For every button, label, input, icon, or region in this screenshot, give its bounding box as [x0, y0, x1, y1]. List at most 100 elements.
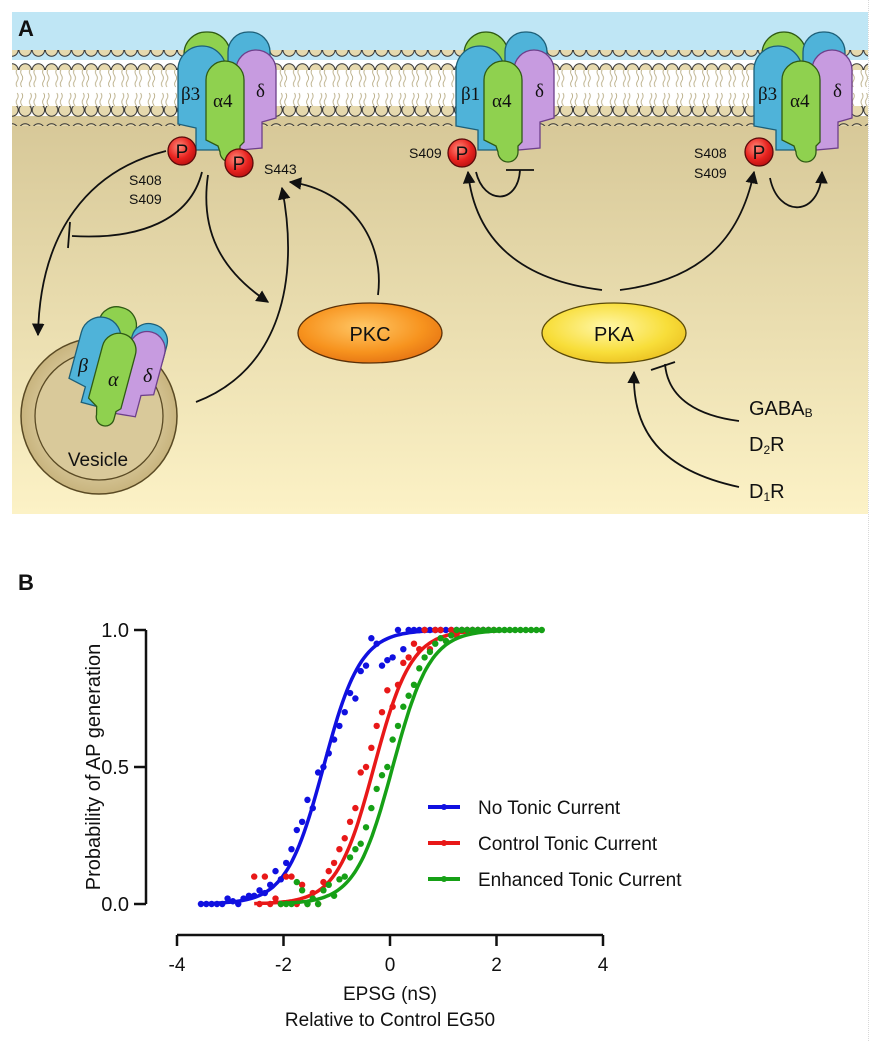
pka-kinase: PKA	[541, 302, 687, 364]
arrow-p-to-vesicle	[31, 150, 167, 337]
data-point	[256, 887, 263, 894]
data-point	[330, 736, 338, 743]
phospho-label: P	[753, 143, 766, 164]
data-point	[394, 722, 402, 730]
legend-label: Control Tonic Current	[478, 834, 658, 855]
legend-marker	[441, 876, 447, 882]
subunit-label-alpha: α4	[790, 91, 810, 112]
y-tick-label: 0.5	[101, 757, 129, 779]
data-point	[362, 763, 370, 771]
fit-curve	[280, 628, 542, 906]
data-point	[277, 876, 285, 883]
data-point	[298, 881, 306, 889]
data-point	[416, 626, 423, 634]
data-point	[373, 640, 380, 647]
data-point	[325, 750, 332, 757]
data-point	[464, 626, 471, 634]
alpha-subunit	[781, 60, 821, 163]
y-tick-label: 0.0	[101, 894, 129, 916]
data-point	[373, 722, 380, 730]
x-tick-label: 4	[598, 955, 609, 976]
subunit-label-alpha: α4	[213, 91, 233, 112]
data-point	[346, 689, 354, 697]
data-point	[522, 626, 529, 634]
data-point	[405, 692, 412, 699]
x-tick-label: -4	[169, 955, 186, 976]
alpha-subunit	[205, 60, 245, 163]
subunit-label-alpha: α4	[492, 91, 512, 112]
data-point	[282, 859, 290, 867]
subunit-label-beta: β3	[758, 84, 777, 105]
data-point	[282, 900, 290, 908]
site-label-s443: S443	[264, 161, 297, 177]
data-point	[352, 846, 359, 853]
data-point	[448, 626, 455, 634]
data-point	[490, 626, 498, 634]
data-point	[203, 900, 210, 908]
data-point	[517, 626, 524, 634]
arrow-receptor-to-insertion	[205, 174, 270, 303]
data-point	[384, 763, 391, 771]
inhibit-bar	[650, 361, 676, 371]
phospho-label: P	[233, 154, 246, 175]
data-point	[357, 769, 364, 776]
delta-subunit	[114, 330, 166, 418]
data-point	[368, 804, 375, 812]
delta-subunit	[235, 49, 277, 151]
data-point	[362, 662, 370, 669]
inhibit-p-to-endocytosis	[71, 171, 203, 238]
data-point	[320, 763, 327, 771]
data-point	[288, 900, 295, 908]
legend-label: Enhanced Tonic Current	[478, 870, 682, 891]
data-point	[432, 626, 439, 634]
data-point	[378, 662, 386, 669]
vesicle-subunit-delta: δ	[143, 365, 153, 387]
data-point	[511, 626, 519, 634]
data-point	[224, 895, 231, 902]
vesicle-label: Vesicle	[68, 450, 128, 471]
pkc-label: PKC	[349, 324, 390, 346]
data-point	[240, 895, 247, 902]
subunit-label-delta: δ	[833, 81, 842, 102]
data-point	[336, 722, 343, 730]
phospho-label: P	[176, 142, 189, 163]
data-point	[298, 818, 306, 825]
subunit-label-beta: β3	[181, 84, 200, 105]
arrow-vesicle-to-s443	[195, 186, 291, 403]
data-point	[368, 635, 375, 642]
data-point	[384, 656, 391, 664]
arrow-pka-to-s409	[462, 170, 603, 291]
phospho-site-3	[744, 137, 774, 167]
data-point	[416, 665, 423, 672]
legend-marker	[441, 840, 447, 846]
data-point	[229, 898, 237, 905]
data-point	[282, 873, 290, 880]
data-point	[330, 892, 338, 899]
site-label-s408: S408	[129, 172, 162, 188]
data-point	[394, 681, 402, 688]
data-point	[421, 654, 428, 661]
pkc-ellipse	[297, 302, 443, 364]
legend-label: No Tonic Current	[478, 798, 621, 819]
x-axis-label: EPSG (nS)	[343, 984, 437, 1005]
data-point	[389, 736, 396, 743]
data-point	[437, 626, 444, 634]
data-point	[197, 900, 205, 908]
data-point	[426, 648, 434, 656]
data-point	[341, 873, 348, 880]
data-point	[479, 626, 487, 634]
legend-item: Enhanced Tonic Current	[428, 870, 682, 891]
inhibit-loop-receptor-2	[475, 169, 521, 198]
subunit-label-beta: β1	[461, 84, 480, 105]
data-point	[336, 846, 343, 853]
phospho-site-2	[447, 138, 477, 168]
data-point	[304, 796, 311, 804]
arrow-d1r-to-pka	[627, 370, 740, 488]
data-point	[378, 772, 386, 779]
data-point	[400, 703, 407, 710]
data-point	[474, 626, 482, 634]
data-point	[469, 626, 476, 634]
data-point	[506, 626, 514, 634]
legend-marker	[441, 804, 447, 810]
